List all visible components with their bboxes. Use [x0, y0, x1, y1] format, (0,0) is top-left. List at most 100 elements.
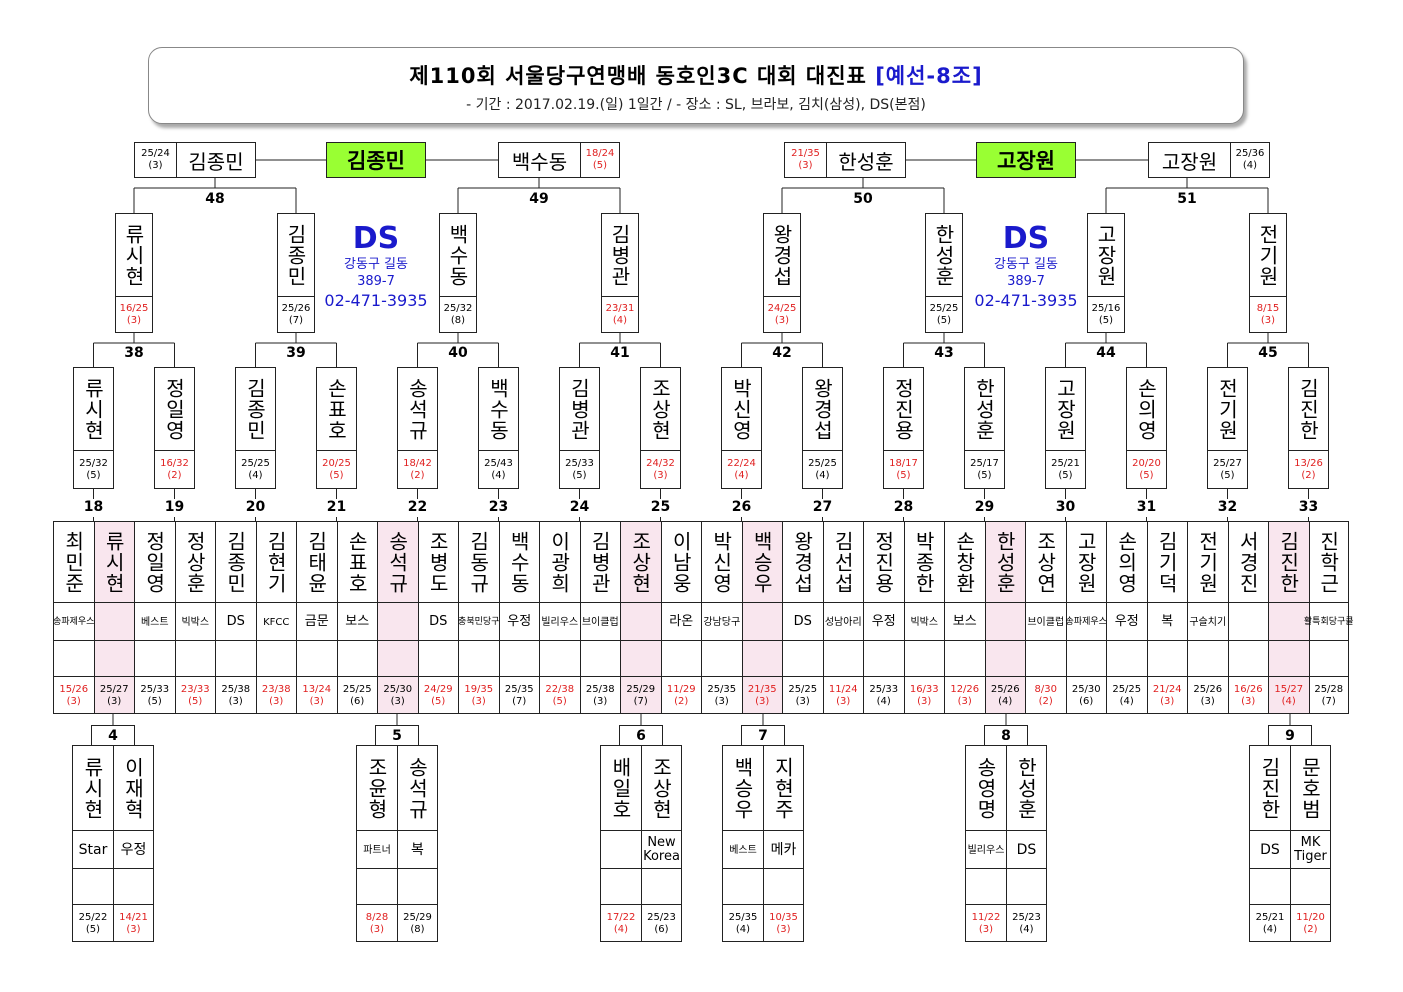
- blank-cell: [723, 868, 763, 904]
- score-value: 25/23: [647, 911, 676, 923]
- club-name: 구슬치기: [1188, 602, 1228, 641]
- innings: (3): [593, 696, 608, 707]
- score: 25/25(4): [803, 450, 842, 489]
- club-name: 베스트: [135, 602, 175, 641]
- prelim-match-number: 6: [619, 725, 663, 745]
- score-value: 25/43: [484, 458, 513, 469]
- score-value: 25/28: [1314, 684, 1344, 695]
- innings: (4): [1019, 923, 1034, 935]
- innings: (2): [167, 470, 182, 481]
- innings: (4): [248, 470, 263, 481]
- player-name: 백수동: [499, 143, 581, 177]
- score-value: 16/32: [160, 458, 189, 469]
- match-number: 39: [286, 345, 306, 361]
- venue-address-number: 389-7: [1007, 274, 1045, 289]
- innings: (3): [471, 696, 486, 707]
- score-value: 22/38: [545, 684, 575, 695]
- score: 25/25(6): [337, 676, 377, 715]
- score: 25/22(5): [73, 904, 113, 942]
- player-name: 김진한: [1276, 530, 1301, 594]
- score: 20/25(5): [317, 450, 356, 489]
- final-left-player[interactable]: 25/24(3)김종민: [134, 142, 256, 178]
- final-left-player[interactable]: 21/35(3)한성훈: [784, 142, 906, 178]
- innings: (3): [776, 923, 791, 935]
- score: 25/30(6): [1066, 676, 1106, 715]
- innings: (6): [654, 923, 669, 935]
- club-name: DS: [418, 602, 458, 641]
- match-number: 20: [245, 499, 266, 515]
- score: 11/22(3): [966, 904, 1006, 942]
